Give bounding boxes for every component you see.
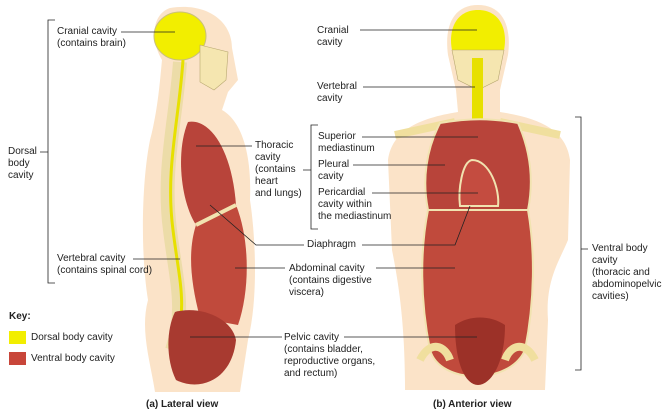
anterior-figure [388,5,570,390]
lateral-cranial-cavity [153,11,207,61]
label-line: cavity [255,152,281,163]
anterior-pelvis-bones [416,342,539,363]
label-line: reproductive organs, [284,356,376,367]
anterior-vertebral-cavity [472,58,483,120]
label-line: (thoracic and [592,267,650,278]
anterior-cranial-cavity [451,10,505,50]
key-label-ventral: Ventral body cavity [31,353,115,364]
label-line: Thoracic [255,140,294,151]
lateral-abdominal-cavity [191,205,247,325]
label-line: abdominopelvic [592,279,662,290]
label-line: (contains spinal cord) [57,265,153,276]
label-line: cavity within [318,199,372,210]
label-line: mediastinum [318,143,375,154]
key-label-dorsal: Dorsal body cavity [31,332,113,343]
caption-anterior-view: (b) Anterior view [433,399,512,410]
label-line: body [8,158,30,169]
label-line: Superior [318,131,356,142]
lateral-thoracic-cavity [181,121,236,225]
label-diaphragm: Diaphragm [307,239,356,250]
label-line: (contains digestive [289,275,372,286]
label-vertebral-cavity-lateral: Vertebral cavity(contains spinal cord) [57,253,152,277]
label-line: Pelvic cavity [284,332,340,343]
anterior-pelvic-cavity [455,317,505,385]
lateral-skull-face [199,44,229,91]
key-swatch-ventral [9,352,26,365]
label-line: Pericardial [318,187,366,198]
anterior-pericardium [458,158,500,207]
label-line: Pleural [318,159,350,170]
label-line: and rectum) [284,368,338,379]
label-line: Vertebral cavity [57,253,126,264]
key-title: Key: [9,311,31,322]
label-line: (contains [255,164,296,175]
label-line: (contains bladder, [284,344,363,355]
lateral-figure [142,6,255,393]
label-line: (contains brain) [57,38,126,49]
label-line: cavity [592,255,618,266]
label-pelvic-cavity: Pelvic cavity(contains bladder,reproduct… [284,332,375,380]
label-line: cavity [317,37,343,48]
key-swatch-dorsal [9,331,26,344]
label-line: Cranial [317,25,349,36]
lateral-diaphragm [195,203,237,227]
label-line: Ventral body [592,243,648,254]
label-line: cavity [8,170,34,181]
label-line: Abdominal cavity [289,263,365,274]
lateral-pelvic-cavity [168,310,236,385]
label-line: Cranial cavity [57,26,118,37]
label-line: viscera) [289,287,325,298]
label-line: cavity [317,93,343,104]
label-line: Dorsal [8,146,37,157]
caption-lateral-view: (a) Lateral view [146,399,219,410]
lateral-spinal-cord [169,59,185,346]
label-line: heart [255,176,278,187]
label-line: and lungs) [255,188,302,199]
label-line: the mediastinum [318,211,392,222]
label-line: Vertebral [317,81,358,92]
label-cranial-cavity-lateral: Cranial cavity(contains brain) [57,26,126,50]
label-line: cavities) [592,291,629,302]
leader-lines [40,19,588,371]
label-line: cavity [318,171,344,182]
